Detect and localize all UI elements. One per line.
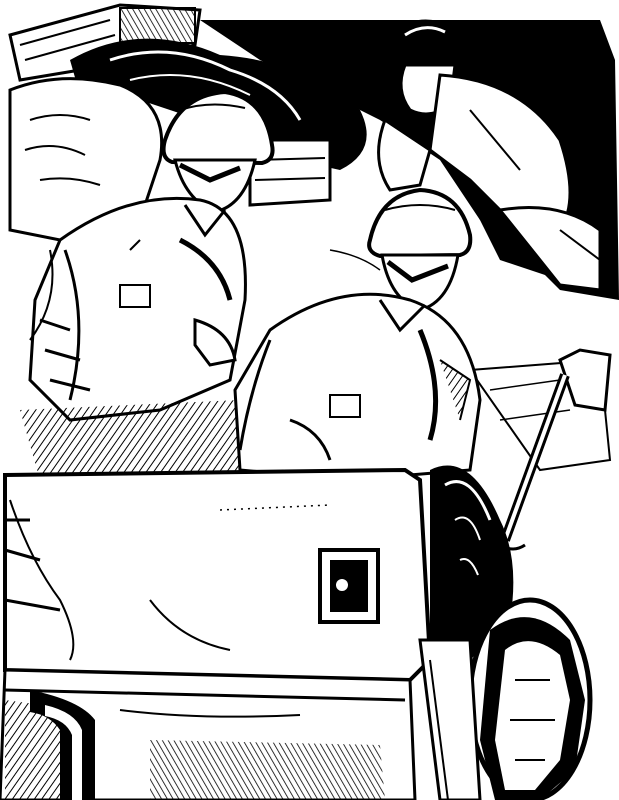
helmeted-soldier-left [20, 89, 275, 480]
trail-handle [493, 348, 612, 551]
kneeling-soldier-background [320, 19, 602, 292]
ammunition-crate [8, 3, 202, 82]
field-gun-shield [0, 467, 433, 800]
gun-wheel [418, 465, 619, 800]
helmeted-soldier-center [233, 187, 482, 482]
